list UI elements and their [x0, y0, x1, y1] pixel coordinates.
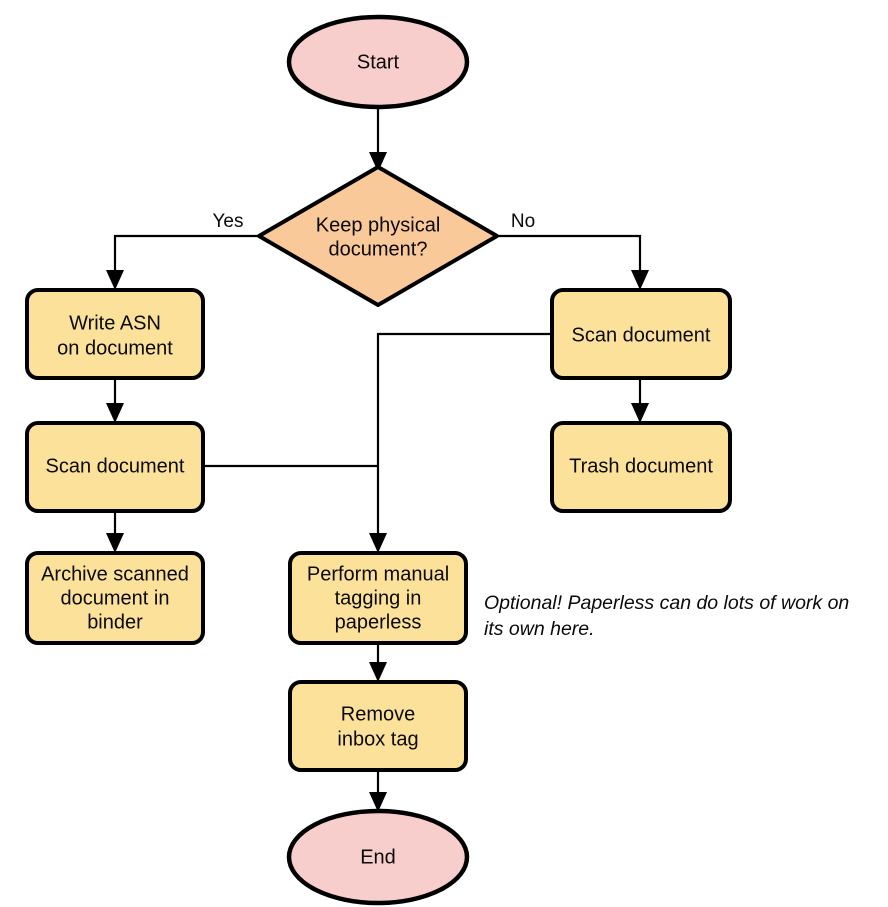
node-tagging-label-line1: Perform manual	[307, 563, 449, 585]
node-remove-inbox-label-line2: inbox tag	[337, 728, 418, 750]
node-trash-document[interactable]: Trash document	[550, 421, 732, 513]
edge-scanleft-to-archive	[106, 511, 124, 553]
node-scan-document-right[interactable]: Scan document	[550, 288, 732, 380]
edge-decision-yes	[106, 234, 258, 290]
node-tagging-label-line3: paperless	[335, 611, 422, 633]
edge-start-to-decision	[369, 107, 387, 172]
node-tagging-label-line2: tagging in	[335, 587, 422, 609]
node-write-asn-on-document[interactable]: Write ASN on document	[25, 288, 205, 380]
node-remove-inbox-tag[interactable]: Remove inbox tag	[288, 680, 468, 772]
annotation-line2: its own here.	[484, 618, 595, 640]
node-end[interactable]: End	[286, 808, 470, 906]
node-decision-label-line1: Keep physical	[316, 214, 441, 236]
node-start[interactable]: Start	[286, 14, 470, 110]
node-decision-keep-physical-document[interactable]: Keep physical document?	[257, 165, 499, 307]
node-perform-manual-tagging[interactable]: Perform manual tagging in paperless	[288, 551, 468, 645]
edge-scanright-to-tagging	[369, 332, 552, 553]
node-decision-label-line2: document?	[329, 238, 428, 260]
node-scan-document-left[interactable]: Scan document	[25, 421, 205, 513]
annotation-optional-note: Optional! Paperless can do lots of work …	[484, 592, 849, 640]
node-write-asn-label-line2: on document	[57, 337, 173, 359]
node-archive-label-line3: binder	[87, 611, 143, 633]
node-scan-document-left-label: Scan document	[46, 455, 185, 477]
node-archive-scanned-document[interactable]: Archive scanned document in binder	[25, 551, 205, 645]
edge-removeinbox-to-end	[369, 770, 387, 812]
edge-label-no: No	[511, 211, 535, 232]
node-trash-document-label: Trash document	[569, 455, 713, 477]
edge-label-yes: Yes	[213, 211, 244, 232]
annotation-line1: Optional! Paperless can do lots of work …	[484, 592, 849, 614]
node-archive-label-line1: Archive scanned	[41, 563, 189, 585]
node-remove-inbox-label-line1: Remove	[341, 703, 415, 725]
node-end-label: End	[360, 846, 396, 868]
node-write-asn-label-line1: Write ASN	[69, 312, 161, 334]
edge-writeasn-to-scanleft	[106, 378, 124, 423]
node-scan-document-right-label: Scan document	[572, 324, 711, 346]
edge-scanright-to-trash	[631, 378, 649, 423]
edge-decision-no	[498, 234, 649, 290]
node-archive-label-line2: document in	[61, 587, 170, 609]
node-start-label: Start	[357, 51, 400, 73]
edge-tagging-to-removeinbox	[369, 643, 387, 682]
